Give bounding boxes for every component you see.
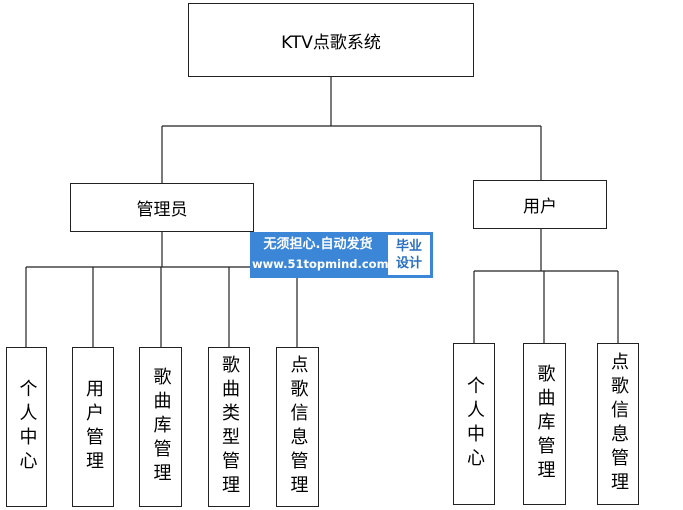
admin-child-label: 用户管理 [83, 379, 104, 475]
root-label: KTV点歌系统 [281, 32, 381, 53]
user-child-label: 歌曲库管理 [534, 364, 556, 484]
admin-child-label: 点歌信息管理 [287, 355, 309, 499]
user-child-personal-center: 个人中心 [453, 343, 495, 505]
watermark-tag: 毕业 设计 [388, 235, 430, 275]
admin-child-personal-center: 个人中心 [6, 347, 47, 507]
user-child-song-request-management: 点歌信息管理 [597, 343, 639, 505]
watermark-tag-line2: 设计 [395, 256, 422, 271]
watermark-text: 无须担心.自动发货 www.51topmind.com [252, 235, 389, 273]
user-child-label: 个人中心 [464, 376, 485, 472]
user-child-label: 点歌信息管理 [608, 352, 629, 496]
admin-child-user-management: 用户管理 [72, 347, 114, 507]
watermark-tag-line1: 毕业 [395, 239, 422, 254]
admin-child-label: 歌曲类型管理 [219, 355, 240, 499]
admin-child-song-type-management: 歌曲类型管理 [208, 347, 250, 507]
watermark-slogan: 无须担心.自动发货 [263, 237, 373, 252]
admin-child-song-request-management: 点歌信息管理 [276, 347, 319, 507]
admin-child-label: 个人中心 [16, 379, 38, 475]
user-child-song-library-management: 歌曲库管理 [523, 343, 566, 505]
admin-child-label: 歌曲库管理 [150, 367, 172, 487]
admin-node: 管理员 [70, 183, 254, 232]
admin-child-song-library-management: 歌曲库管理 [139, 347, 182, 507]
admin-label: 管理员 [136, 200, 188, 220]
watermark-banner: 无须担心.自动发货 www.51topmind.com 毕业 设计 [250, 232, 433, 278]
user-node: 用户 [473, 180, 607, 229]
root-node: KTV点歌系统 [188, 3, 474, 77]
watermark-url: www.51topmind.com [252, 257, 389, 271]
user-label: 用户 [523, 197, 557, 217]
